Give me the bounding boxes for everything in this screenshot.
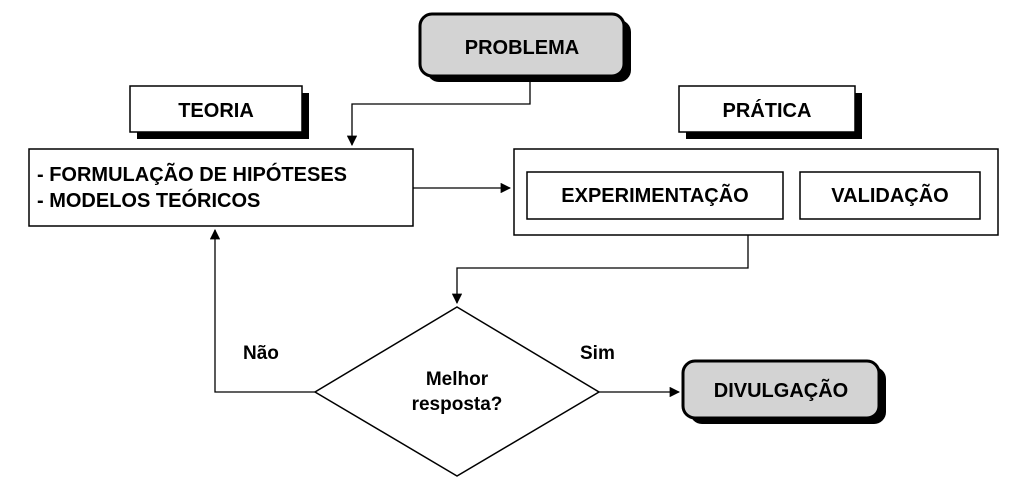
experimentacao-label: EXPERIMENTAÇÃO (561, 184, 748, 207)
experimentacao-box (526, 171, 784, 220)
pratica-box: EXPERIMENTAÇÃO VALIDAÇÃO (513, 148, 999, 236)
hipoteses-line2: - MODELOS TEÓRICOS (37, 188, 260, 212)
validacao-box (799, 171, 981, 220)
teoria-label: TEORIA (178, 100, 254, 122)
nao-label: Não (243, 343, 279, 364)
pratica-to-decision-arrow (451, 235, 749, 305)
hipoteses-line1: - FORMULAÇÃO DE HIPÓTESES (37, 162, 347, 186)
pratica-label: PRÁTICA (723, 99, 812, 122)
problema-label: PROBLEMA (465, 37, 579, 59)
pratica-node: PRÁTICA (678, 85, 862, 139)
validacao-label: VALIDAÇÃO (831, 184, 948, 207)
problema-node: PROBLEMA (418, 12, 631, 82)
decision-node: Melhor resposta? (313, 306, 601, 477)
decision-line1: Melhor (426, 369, 489, 390)
divulgacao-label: DIVULGAÇÃO (714, 379, 848, 402)
decision-line2: resposta? (412, 394, 503, 415)
hipoteses-box: - FORMULAÇÃO DE HIPÓTESES - MODELOS TEÓR… (28, 148, 414, 227)
nao-loop-arrow (209, 228, 315, 393)
teoria-node: TEORIA (129, 85, 309, 139)
sim-label: Sim (580, 343, 615, 364)
divulgacao-node: DIVULGAÇÃO (681, 359, 886, 424)
problema-to-hipoteses-arrow (346, 82, 531, 147)
